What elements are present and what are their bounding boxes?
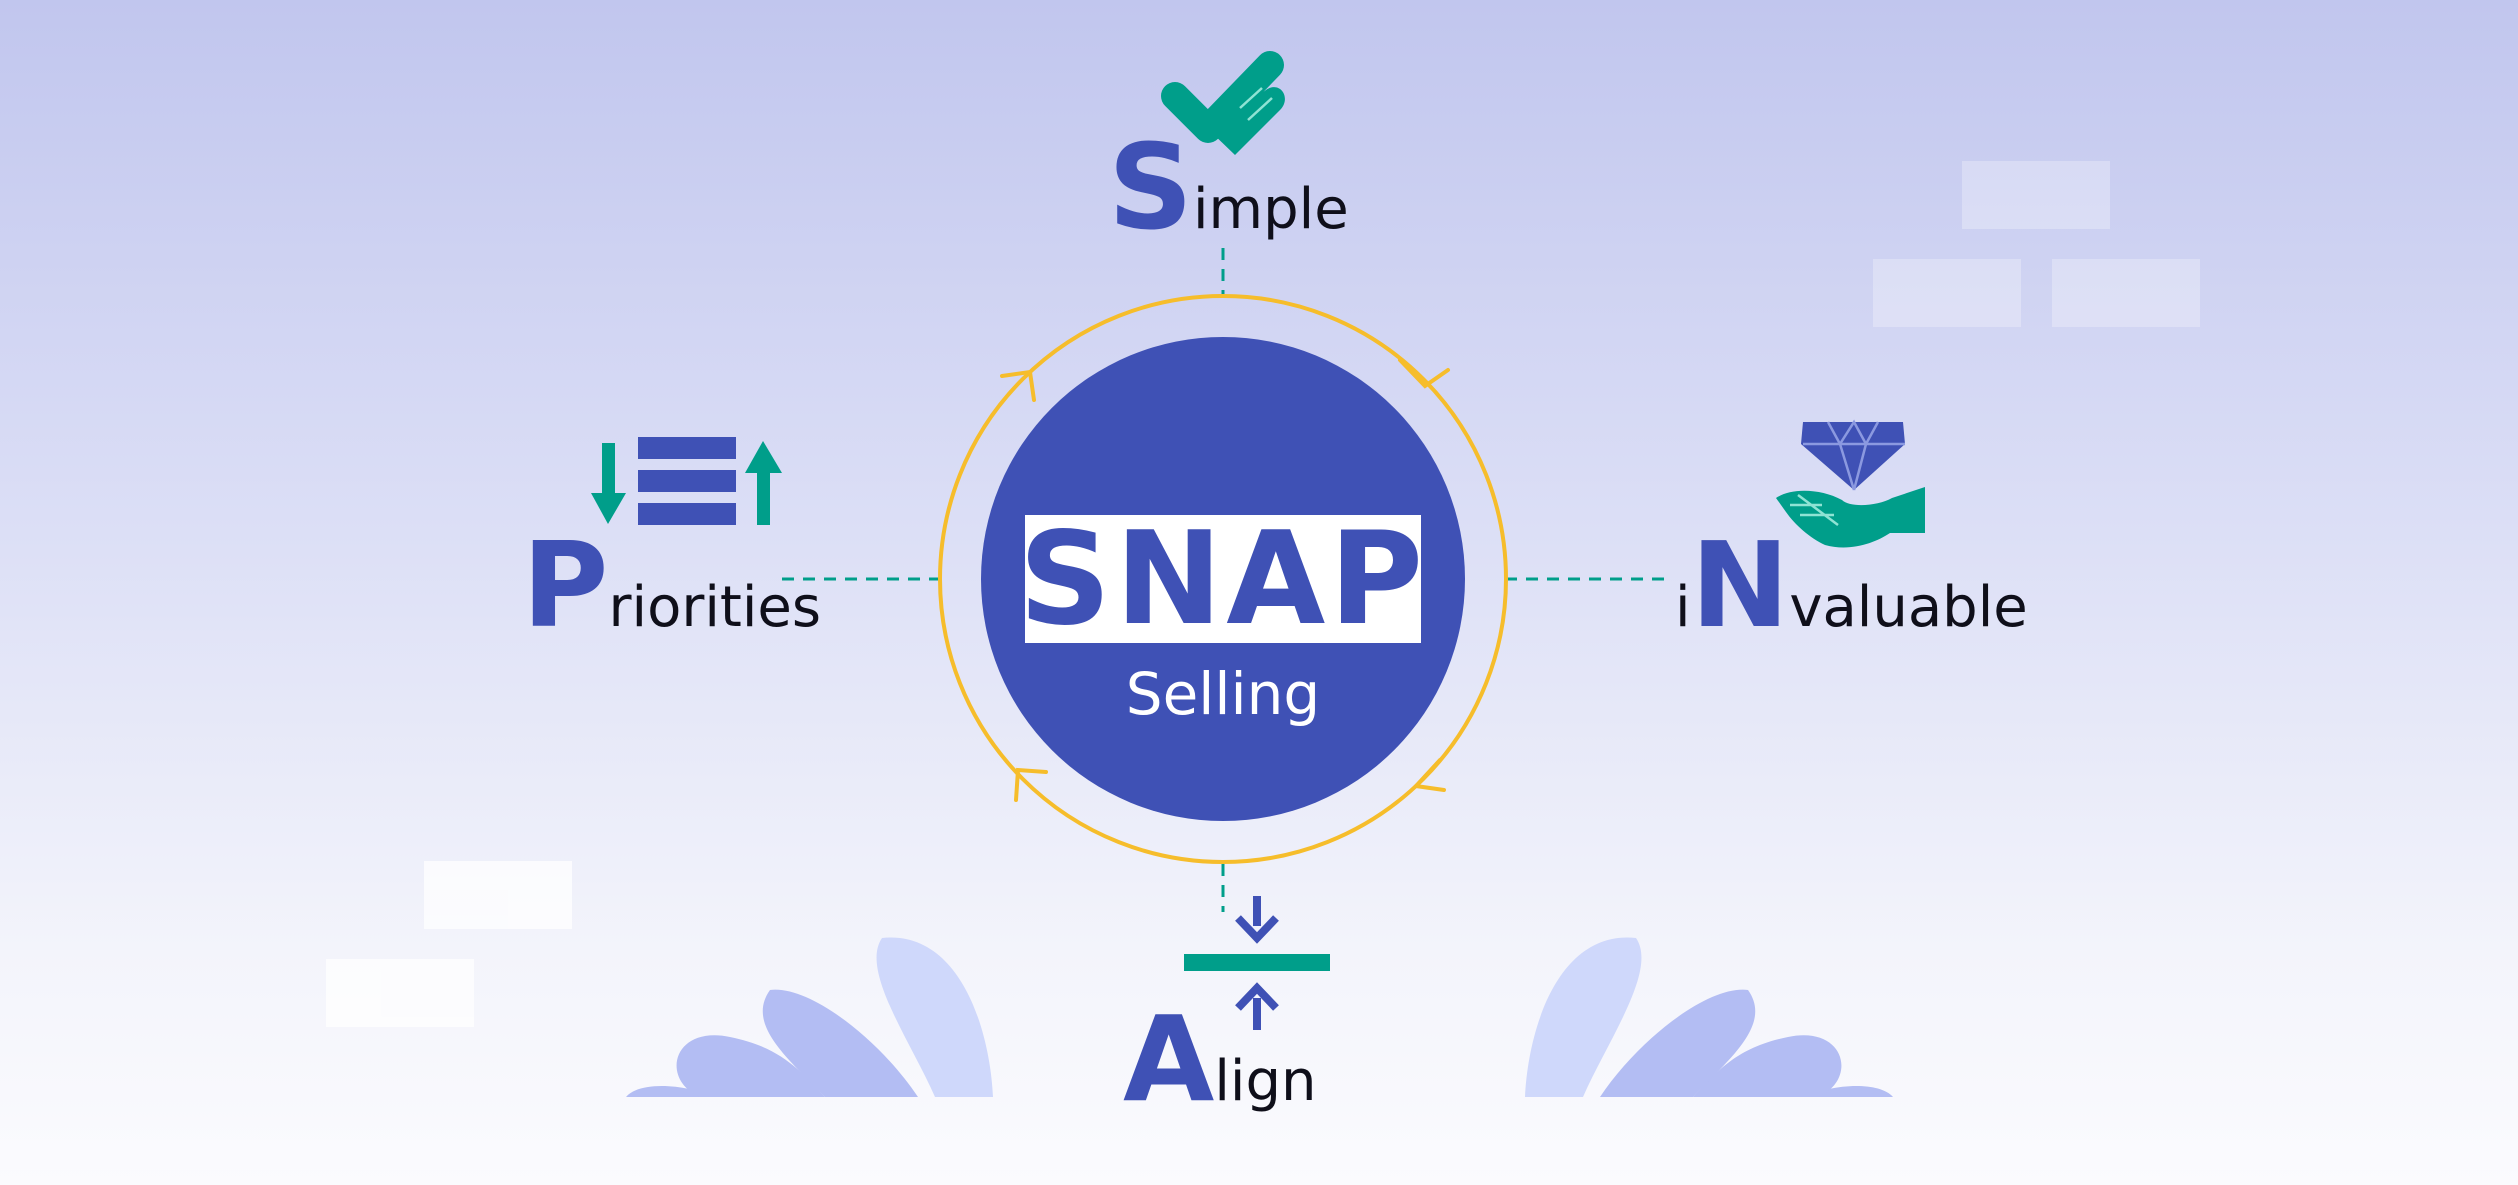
- label-align: Align: [1123, 990, 1316, 1128]
- align-arrows-icon: [1184, 896, 1330, 1030]
- label-align-initial: A: [1123, 990, 1215, 1128]
- label-align-rest: lign: [1214, 1049, 1317, 1114]
- label-simple: Simple: [1108, 118, 1349, 256]
- label-simple-initial: S: [1108, 118, 1193, 256]
- label-priorities-initial: P: [522, 516, 609, 654]
- leaves-right-decoration: [1525, 937, 1893, 1097]
- label-invaluable-prefix: i: [1675, 575, 1691, 640]
- bg-blocks-top-right: [1873, 161, 2200, 327]
- connector-lines: [782, 248, 1665, 912]
- center-subtitle: Selling: [1125, 660, 1321, 728]
- snap-logo-text: SNAP: [1018, 504, 1428, 654]
- leaves-left-decoration: [626, 937, 993, 1097]
- label-invaluable-initial: N: [1690, 516, 1790, 654]
- cycle-arrow-icons: [1000, 358, 1450, 802]
- priority-sort-icon: [591, 437, 782, 525]
- label-invaluable: iNvaluable: [1675, 516, 2028, 654]
- label-invaluable-rest: valuable: [1789, 575, 2028, 640]
- label-priorities: Priorities: [522, 516, 821, 654]
- bg-blocks-bottom-left: [326, 861, 572, 1027]
- hand-diamond-icon: [1776, 419, 1925, 548]
- cycle-ring: [938, 294, 1508, 864]
- hand-check-icon: [1161, 51, 1285, 155]
- label-priorities-rest: riorities: [608, 575, 822, 640]
- label-simple-rest: imple: [1193, 177, 1349, 242]
- snap-logo-box: SNAP: [1019, 505, 1423, 654]
